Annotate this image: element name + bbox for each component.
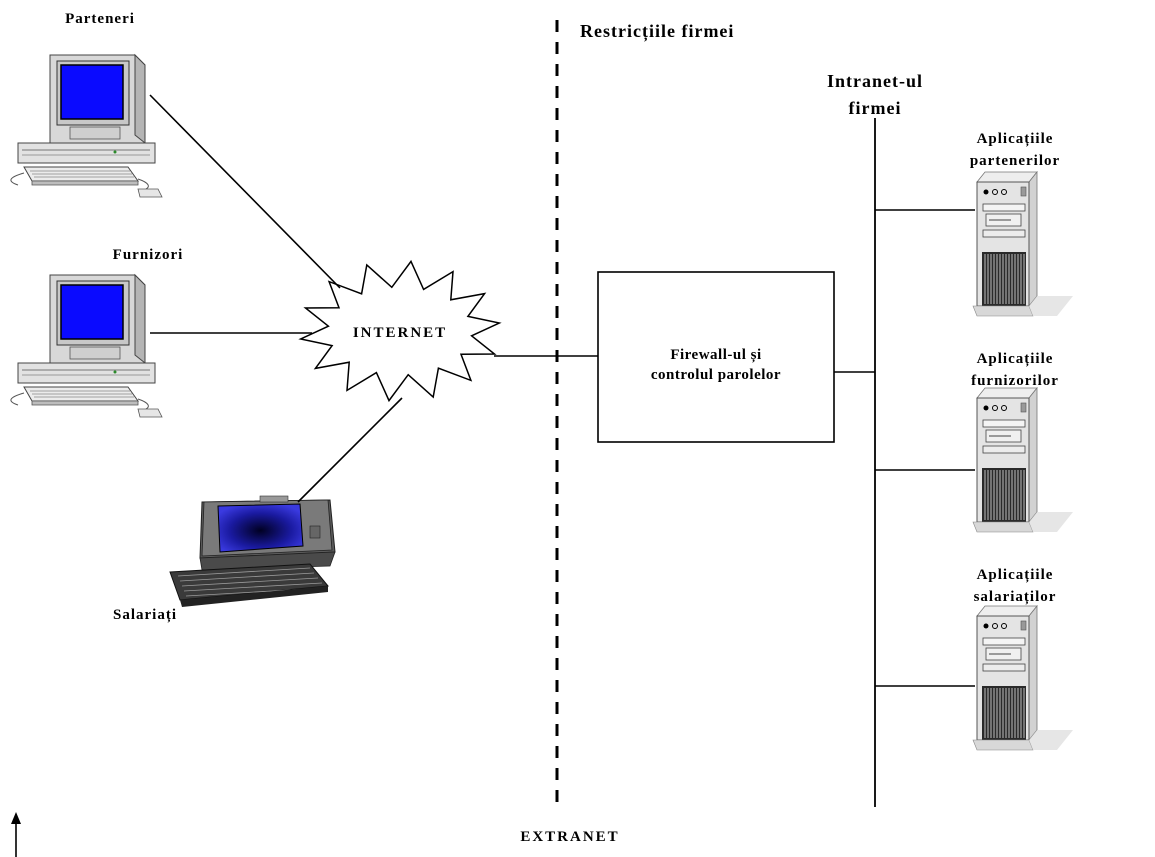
server1-label-line2: partenerilor [969,153,1061,169]
desktop-computer-icon-parteneri [10,54,163,198]
server3-label-line1: Aplicațiile [976,567,1054,583]
internet-starburst-icon [298,259,502,403]
tower-server-icon-parteneri [972,171,1074,317]
firewall-box [597,271,835,443]
label-extranet: EXTRANET [520,829,620,845]
firewall-label-line2: controlul parolelor [650,367,782,383]
server1-label-line1: Aplicațiile [976,131,1054,147]
label-intranet-line2: firmei [848,98,902,118]
label-furnizori: Furnizori [112,247,184,263]
server2-label-line1: Aplicațiile [976,351,1054,367]
label-internet: INTERNET [352,325,448,341]
link-salariati-internet [297,397,403,503]
server2-label-line2: furnizorilor [971,373,1059,389]
laptop-icon [169,495,336,607]
link-parteneri-internet [149,94,341,289]
up-arrow-icon [11,812,21,857]
firewall-label: Firewall-ul și controlul parolelor [598,345,834,385]
firewall-label-line1: Firewall-ul și [670,347,762,363]
label-restrictii-firmei: Restricțiile firmei [580,21,735,41]
label-salariati: Salariați [113,607,177,623]
tower-server-icon-furnizori [972,387,1074,533]
server3-label-line2: salariaților [973,589,1057,605]
label-intranet-line1: Intranet-ul [827,71,923,91]
tower-server-icon-salariati [972,605,1074,751]
label-parteneri: Parteneri [65,11,135,27]
desktop-computer-icon-furnizori [10,274,163,418]
